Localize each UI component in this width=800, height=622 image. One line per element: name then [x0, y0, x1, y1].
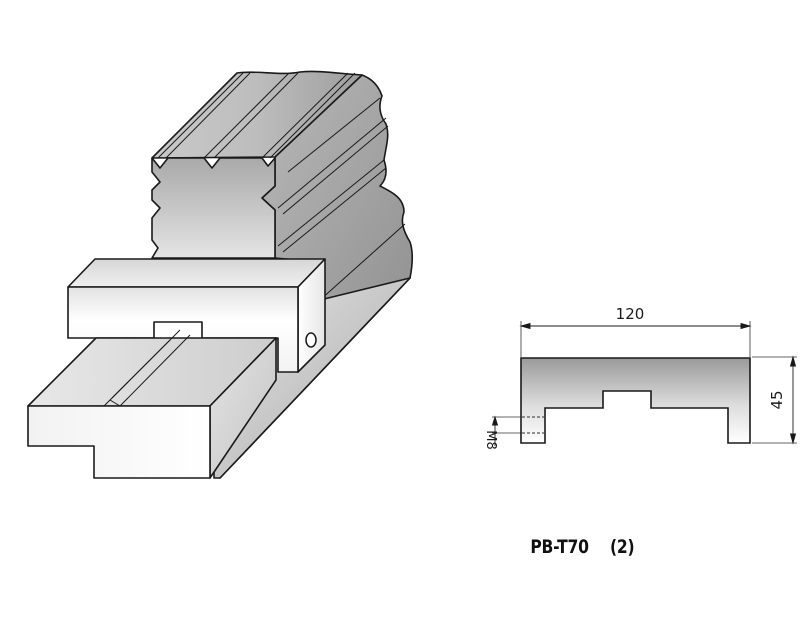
- tool-front-face: [27, 405, 211, 479]
- dimension-height: [789, 355, 797, 445]
- dimension-thread: [491, 415, 499, 446]
- upper-beam-groove-lines: [157, 72, 406, 301]
- dimension-width: [519, 322, 752, 330]
- clamp-top-face: [67, 258, 326, 288]
- dimension-width-label: 120: [616, 305, 645, 323]
- tool-groove-lines: [103, 329, 191, 407]
- isometric-view: [27, 70, 414, 479]
- caption-model: PB-T70: [530, 536, 589, 558]
- upper-beam-front-face: [151, 157, 276, 259]
- bolt-hole-icon: [305, 332, 317, 348]
- drawing-caption: PB-T70 (2): [520, 514, 634, 558]
- dimension-extension-lines: [492, 321, 797, 444]
- thread-hidden-lines: [522, 416, 544, 434]
- dimension-thread-label: M8: [483, 430, 498, 450]
- caption-variant: (2): [609, 536, 635, 558]
- section-view: 120 45 M8: [483, 305, 797, 450]
- section-profile: [520, 357, 751, 444]
- dimension-height-label: 45: [768, 390, 786, 409]
